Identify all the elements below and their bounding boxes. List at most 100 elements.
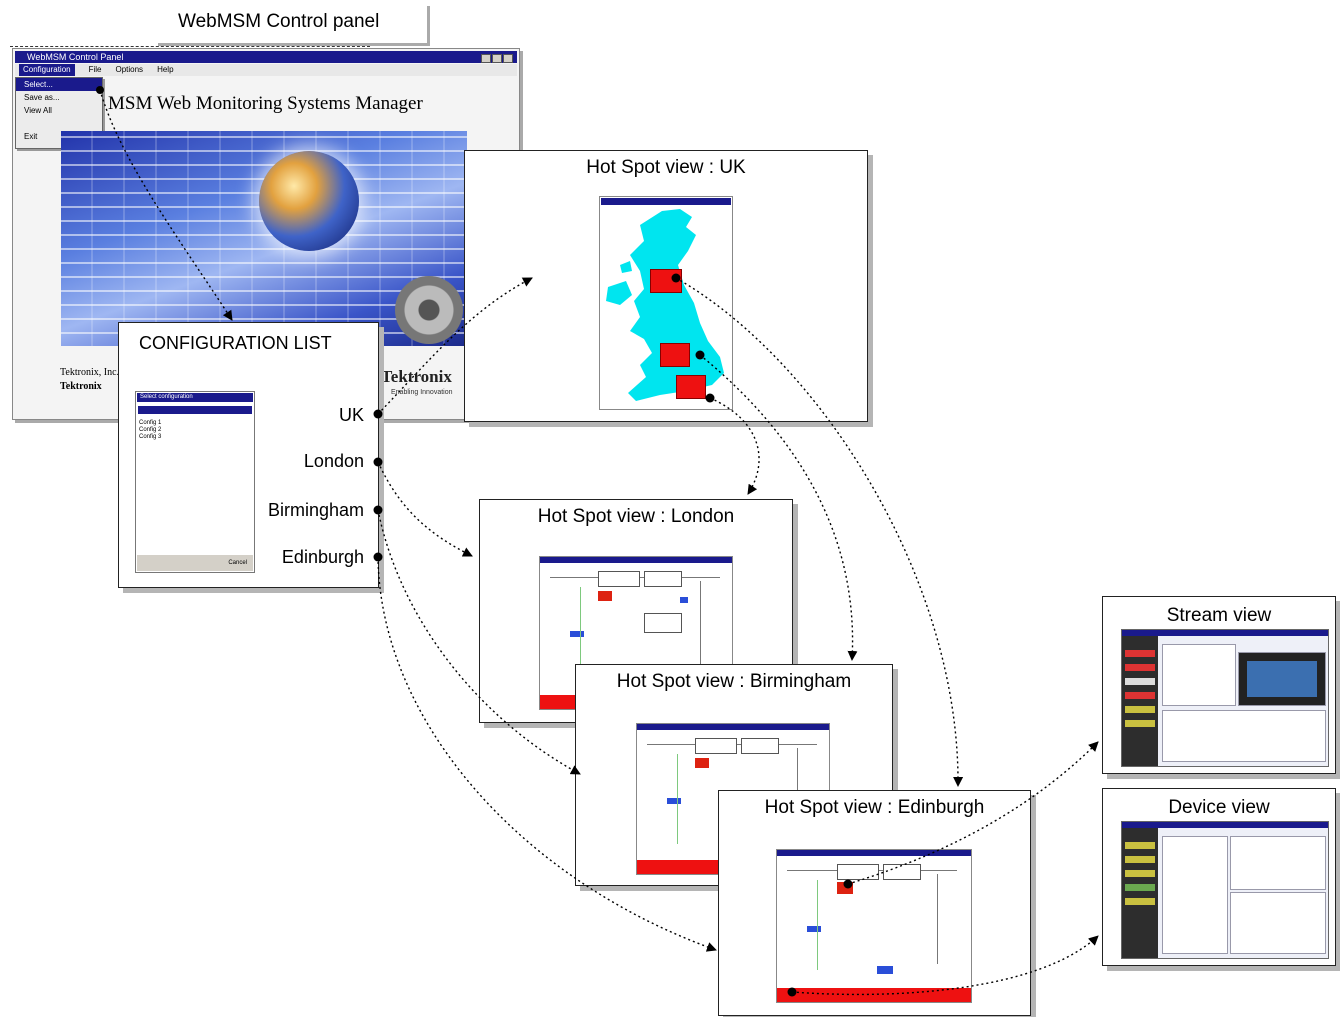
schematic-link [677, 754, 678, 844]
video-preview-panel [1238, 652, 1326, 706]
dropdown-item-select[interactable]: Select... [16, 78, 102, 91]
schematic-line [937, 874, 938, 964]
sidebar-alarm-item[interactable] [1125, 692, 1155, 699]
app-sidebar [1122, 636, 1158, 766]
app-title-bar [1122, 822, 1328, 828]
schematic-device[interactable] [680, 597, 688, 603]
sidebar-item[interactable] [1125, 678, 1155, 685]
config-entry-london[interactable]: London [303, 451, 364, 471]
schematic-block [741, 738, 779, 754]
menu-file[interactable]: File [88, 65, 102, 74]
hotspot-uk-title: Hot Spot view : UK [586, 157, 746, 178]
arrow-uk-birmingham-to-hotspot-birmingham [699, 354, 858, 661]
schematic-line [700, 581, 701, 671]
schematic-title-bar [637, 724, 829, 730]
island-shape [620, 261, 632, 273]
webmsm-heading: MSM Web Monitoring Systems Manager [108, 93, 423, 114]
schematic-device[interactable] [667, 798, 681, 804]
sidebar-item[interactable] [1125, 842, 1155, 849]
app-sidebar [1122, 828, 1158, 958]
sidebar-item[interactable] [1125, 720, 1155, 727]
origin-dot [373, 552, 383, 562]
menu-options[interactable]: Options [115, 65, 144, 74]
hotspot-birmingham-title: Hot Spot view : Birmingham [616, 671, 852, 692]
schematic-block [644, 571, 682, 587]
origin-dot [695, 350, 705, 360]
arrow-edinburgh-to-device-view [791, 935, 1099, 996]
arrow-london-to-hotspot-london [377, 461, 473, 557]
footer-line-1: Tektronix, Inc. [60, 367, 120, 378]
schematic-block [883, 864, 921, 880]
origin-dot [373, 409, 383, 419]
app-title-bar [1122, 630, 1328, 636]
dropdown-item-view-all[interactable]: View All [24, 106, 52, 115]
control-panel-menu-bar: Configuration File Options Help [15, 64, 517, 76]
origin-dot [373, 505, 383, 515]
arrow-origin-dots [96, 86, 853, 997]
sidebar-alarm-item[interactable] [1125, 650, 1155, 657]
film-reel-icon [395, 276, 463, 344]
arrow-uk-edinburgh-to-hotspot-edinburgh [675, 277, 964, 787]
dropdown-item-save-as[interactable]: Save as... [24, 93, 60, 102]
arrow-uk-to-hotspot-uk [377, 277, 533, 415]
configuration-items[interactable]: Config 1 Config 2 Config 3 [139, 420, 162, 440]
hotspot-london-title: Hot Spot view : London [537, 506, 735, 527]
cancel-button[interactable]: Cancel [137, 555, 253, 571]
sidebar-item[interactable] [1125, 706, 1155, 713]
config-entry-birmingham[interactable]: Birmingham [267, 500, 364, 520]
control-panel-tab: WebMSM Control panel [158, 6, 430, 46]
select-configuration-window: Select configuration Config 1 Config 2 C… [135, 391, 255, 573]
control-panel-window-title: WebMSM Control Panel [27, 52, 124, 62]
schematic-block [695, 738, 737, 754]
configuration-list-panel: CONFIGURATION LIST Select configuration … [118, 322, 379, 588]
schematic-link [817, 880, 818, 970]
arrow-uk-london-to-hotspot-london [709, 397, 760, 495]
device-view-screenshot [1121, 821, 1329, 959]
northern-ireland-shape [606, 281, 632, 305]
schematic-device[interactable] [877, 966, 893, 974]
schematic-device[interactable] [570, 631, 584, 637]
stream-view-title: Stream view [1166, 605, 1272, 626]
device-status-panel [1230, 836, 1326, 890]
hotspot-edinburgh-title: Hot Spot view : Edinburgh [764, 797, 985, 818]
configuration-list-title: CONFIGURATION LIST [139, 333, 332, 353]
origin-dot [373, 457, 383, 467]
sidebar-item[interactable] [1125, 884, 1155, 891]
origin-dot [705, 393, 715, 403]
schematic-alarm[interactable] [695, 758, 709, 768]
selected-configuration-row[interactable] [138, 406, 252, 414]
sidebar-item[interactable] [1125, 856, 1155, 863]
schematic-block [837, 864, 879, 880]
splash-image [61, 131, 467, 346]
schematic-link [580, 587, 581, 677]
close-icon[interactable] [503, 54, 513, 63]
maximize-icon[interactable] [492, 54, 502, 63]
sidebar-item[interactable] [1125, 870, 1155, 877]
arrow-edinburgh-to-stream-view [847, 741, 1099, 885]
hotspot-view-edinburgh: Hot Spot view : Edinburgh [718, 790, 1031, 1016]
config-entry-uk[interactable]: UK [338, 405, 364, 425]
schematic-device[interactable] [807, 926, 821, 932]
tektronix-logo: Tektronix [381, 367, 452, 386]
minimize-icon[interactable] [481, 54, 491, 63]
birmingham-hotspot[interactable] [660, 343, 690, 367]
video-frame [1247, 661, 1317, 697]
arrow-menu-to-config [99, 89, 233, 321]
control-panel-window: WebMSM Control Panel Configuration File … [12, 48, 520, 420]
menu-help[interactable]: Help [157, 65, 174, 74]
schematic-alarm[interactable] [598, 591, 612, 601]
device-view-panel: Device view [1102, 788, 1336, 966]
stream-table-panel [1162, 644, 1236, 706]
london-hotspot[interactable] [676, 375, 706, 399]
configuration-divider [10, 46, 370, 47]
config-entry-edinburgh[interactable]: Edinburgh [281, 547, 364, 567]
menu-configuration[interactable]: Configuration [19, 64, 75, 76]
globe-icon [259, 151, 359, 251]
device-alarm-panel [1230, 892, 1326, 954]
dropdown-item-exit[interactable]: Exit [24, 132, 38, 141]
sidebar-alarm-item[interactable] [1125, 664, 1155, 671]
schematic-block [598, 571, 640, 587]
sidebar-item[interactable] [1125, 898, 1155, 905]
control-panel-title-bar: WebMSM Control Panel [15, 51, 517, 63]
origin-dot [96, 86, 104, 94]
